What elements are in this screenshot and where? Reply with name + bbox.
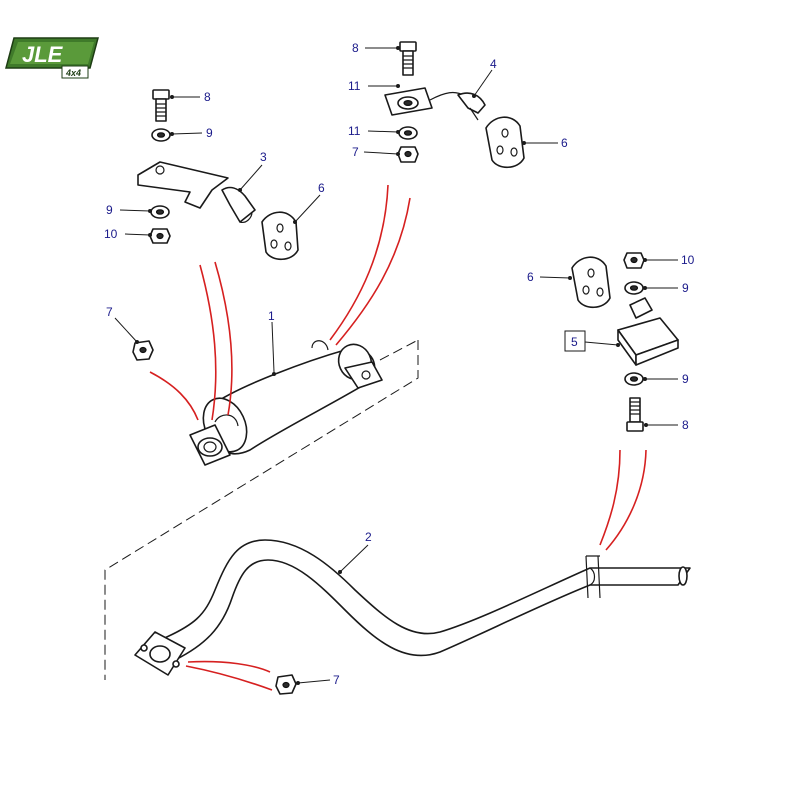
callout-10-right: 10	[681, 253, 695, 267]
red-connectors	[149, 184, 647, 691]
nut-7-left	[132, 340, 154, 361]
callout-6-left: 6	[318, 181, 325, 195]
callout-8-top: 8	[352, 41, 359, 55]
washer-11-top	[397, 96, 419, 110]
rubber-mounting-middle	[485, 116, 525, 169]
callout-1: 1	[268, 309, 275, 323]
washer-9-left-mid	[150, 205, 170, 219]
callout-6-right: 6	[527, 270, 534, 284]
nut-7-top	[397, 146, 419, 163]
washer-11-mid	[398, 126, 418, 140]
callout-4: 4	[490, 57, 497, 71]
callout-11-mid: 11	[348, 124, 361, 138]
nut-10-right	[623, 252, 645, 269]
callout-6-middle: 6	[561, 136, 568, 150]
callout-labels: 1 2 3 4 5 6 6 6 7 7 7 8 8 8 9 9 9 9 10 1…	[104, 41, 695, 687]
bracket-rear	[137, 161, 256, 223]
leader-lines	[114, 46, 678, 685]
assembly-dashed-lines	[104, 339, 419, 680]
callout-10-left: 10	[104, 227, 118, 241]
logo-brand: JLE	[22, 42, 64, 67]
logo-sub: 4x4	[65, 68, 81, 78]
callout-11-top: 11	[348, 79, 361, 93]
callout-7-left: 7	[106, 305, 113, 319]
tail-pipe	[134, 539, 691, 676]
rubber-mounting-left	[261, 211, 299, 261]
callout-9-right-top: 9	[682, 281, 689, 295]
washer-9-right-top	[624, 281, 644, 295]
callout-9-left-top: 9	[206, 126, 213, 140]
nut-10-left	[149, 228, 171, 244]
washer-9-right-bottom	[624, 372, 644, 386]
bolt-right	[626, 397, 644, 432]
callout-5: 5	[571, 335, 578, 349]
rubber-mounting-right	[571, 256, 611, 309]
washer-9-left-top	[151, 128, 171, 142]
bolt-left	[152, 89, 170, 122]
callout-2: 2	[365, 530, 372, 544]
silencer	[189, 340, 383, 466]
callout-5-box	[564, 330, 586, 352]
bolt-top	[399, 41, 417, 76]
callout-8-left: 8	[204, 90, 211, 104]
callout-9-left-mid: 9	[106, 203, 113, 217]
callout-7-bottom: 7	[333, 673, 340, 687]
callout-8-right: 8	[682, 418, 689, 432]
jle-logo: JLE 4x4	[5, 37, 99, 79]
nut-7-bottom	[275, 674, 297, 695]
callout-9-right-bottom: 9	[682, 372, 689, 386]
callout-3: 3	[260, 150, 267, 164]
bracket-5	[617, 297, 679, 366]
callout-7-top: 7	[352, 145, 359, 159]
